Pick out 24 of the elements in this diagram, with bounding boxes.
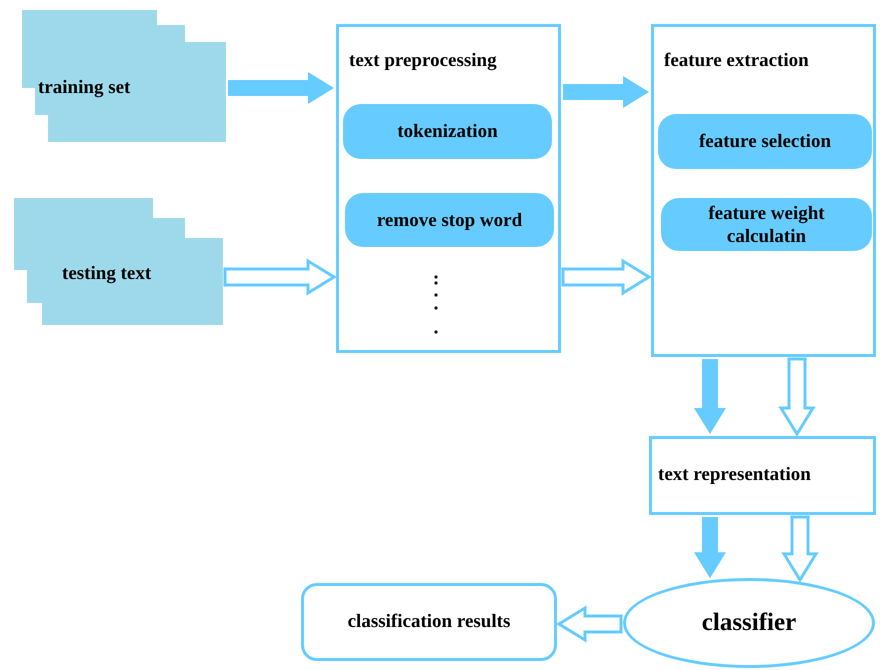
block-arrow <box>224 258 337 296</box>
block-arrow <box>694 359 726 434</box>
block-arrow <box>563 76 649 108</box>
document-stack <box>14 198 223 325</box>
classifier-ellipse: classifier <box>623 578 875 668</box>
document-stack <box>22 10 226 142</box>
node-label: text preprocessing <box>349 49 497 73</box>
result-box: classification results <box>301 583 557 661</box>
block-arrow <box>562 258 652 296</box>
step-pill: remove stop word <box>345 193 554 247</box>
block-arrow <box>556 605 622 643</box>
process-panel <box>651 24 876 357</box>
node-label: training set <box>38 76 130 100</box>
step-pill: tokenization <box>343 104 552 159</box>
process-panel <box>336 24 561 353</box>
process-box: text representation <box>649 436 876 515</box>
step-pill: feature weight calculatin <box>661 198 872 251</box>
step-pill: feature selection <box>658 114 872 169</box>
node-label: testing text <box>62 262 152 286</box>
block-arrow <box>781 516 819 583</box>
block-arrow <box>694 517 726 578</box>
block-arrow <box>228 72 334 104</box>
node-label: feature extraction <box>664 49 809 73</box>
block-arrow <box>778 358 816 437</box>
